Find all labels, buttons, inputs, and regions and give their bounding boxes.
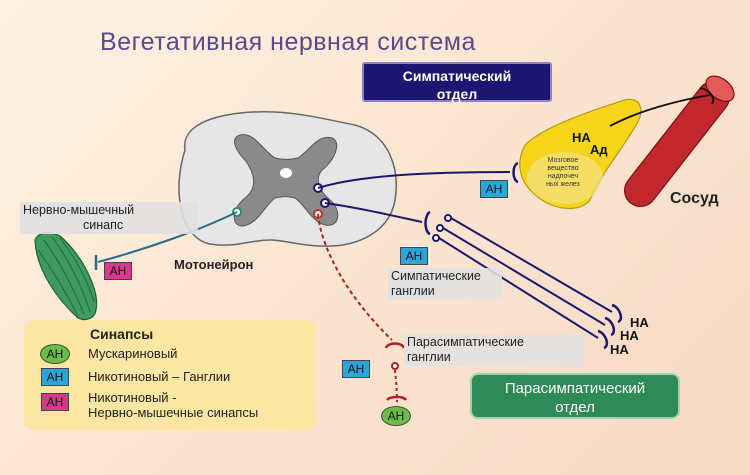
parasymp-ganglia-label: Парасимпатические ганглии — [404, 334, 584, 366]
symp-ganglia-line1: Симпатические — [391, 269, 481, 283]
neuromuscular-line1: Нервно-мышечный — [23, 203, 135, 217]
muscle-nicotinic-tag: АН — [104, 262, 132, 280]
legend-neuromuscular-line1: Никотиновый - — [88, 390, 177, 405]
parasymp-ganglia-line2: ганглии — [407, 350, 451, 364]
legend-muscarinic-text: Мускариновый — [88, 346, 178, 361]
postganglionic-fiber-3 — [438, 237, 599, 339]
motor-nerve — [97, 211, 238, 263]
adrenal-nerve — [317, 171, 511, 189]
adrenal-synapse-terminal — [512, 161, 519, 184]
central-canal — [280, 168, 292, 178]
blood-vessel-icon — [623, 75, 735, 208]
postganglionic-terminal-1 — [611, 303, 623, 324]
parasympathetic-label-line1: Парасимпатический — [504, 380, 646, 397]
parasympathetic-postganglionic-fiber — [394, 369, 398, 403]
ganglia-nicotinic-tag: АН — [400, 247, 428, 265]
na-label-2: НА — [620, 328, 639, 343]
parasympathetic-preganglionic-fiber — [317, 213, 393, 341]
adrenal-text-line2: вещество — [547, 165, 579, 172]
legend-nicotinic-ganglia-tag: АН — [41, 368, 69, 386]
para-ganglia-nicotinic-tag: АН — [342, 360, 370, 378]
parasympathetic-label-line2: отдел — [555, 399, 595, 416]
sympathetic-division-box: Симпатический отдел — [362, 62, 552, 102]
symp-ganglion-3 — [432, 234, 440, 242]
para-muscarinic-tag: АН — [381, 406, 411, 426]
spinal-cord-grey-matter — [233, 134, 339, 227]
symp-ganglion-1 — [444, 214, 452, 222]
legend-nicotinic-ganglia-text: Никотиновый – Ганглии — [88, 369, 231, 384]
adrenal-medulla — [527, 152, 603, 204]
parasymp-ganglion-synapse — [384, 342, 406, 349]
na-label-1: НА — [630, 315, 649, 330]
symp-ganglion-2 — [436, 224, 444, 232]
adrenal-na-label: НА — [572, 130, 591, 145]
adrenal-text-line4: ных желез — [546, 181, 580, 188]
symp-ganglia-line2: ганглии — [391, 284, 435, 298]
adrenal-nicotinic-tag: АН — [480, 180, 508, 198]
symp-ganglia-label: Симпатические ганглии — [388, 268, 502, 300]
muscle-fiber-icon — [34, 232, 98, 321]
postganglionic-terminal-3 — [597, 329, 609, 350]
sympathetic-preganglionic-fiber — [324, 202, 423, 223]
legend-neuromuscular-line2: Нервно-мышечные синапсы — [88, 405, 259, 420]
legend-muscarinic-tag: АН — [40, 344, 70, 364]
adrenal-medulla-label: Мозговое вещество надпочеч ных желез — [532, 157, 594, 189]
parasympathetic-division-box: Парасимпатический отдел — [470, 373, 680, 419]
postganglionic-terminal-2 — [604, 316, 616, 337]
adrenal-to-vessel-connector — [609, 94, 711, 127]
adrenal-text-line3: надпочеч — [547, 173, 579, 180]
motoneuron-label: Мотонейрон — [174, 257, 254, 272]
postganglionic-fiber-1 — [450, 217, 613, 313]
vessel-label: Сосуд — [670, 190, 719, 207]
legend-title: Синапсы — [90, 326, 154, 342]
adrenal-ad-label: Ад — [590, 142, 608, 157]
parasymp-ganglia-line1: Парасимпатические — [407, 335, 524, 349]
neuromuscular-synapse-label: Нервно-мышечный синапс — [20, 202, 198, 234]
postganglionic-fiber-2 — [442, 227, 606, 326]
neuromuscular-line2: синапс — [83, 218, 124, 232]
symp-ganglia-synapse — [424, 210, 431, 236]
sympathetic-label-line1: Симпатический — [402, 68, 512, 84]
vessel-terminal — [699, 87, 715, 105]
legend-neuromuscular-tag: АН — [41, 393, 69, 411]
na-label-3: НА — [610, 342, 629, 357]
page-title: Вегетативная нервная система — [100, 28, 476, 56]
synapse-legend — [24, 320, 316, 430]
sympathetic-label-line2: отдел — [436, 86, 478, 102]
parasymp-ganglion-cell — [391, 362, 399, 370]
adrenal-text-line1: Мозговое — [547, 157, 579, 164]
legend-neuromuscular-text: Никотиновый - Нервно-мышечные синапсы — [88, 390, 258, 420]
parasymp-terminal — [386, 395, 408, 401]
